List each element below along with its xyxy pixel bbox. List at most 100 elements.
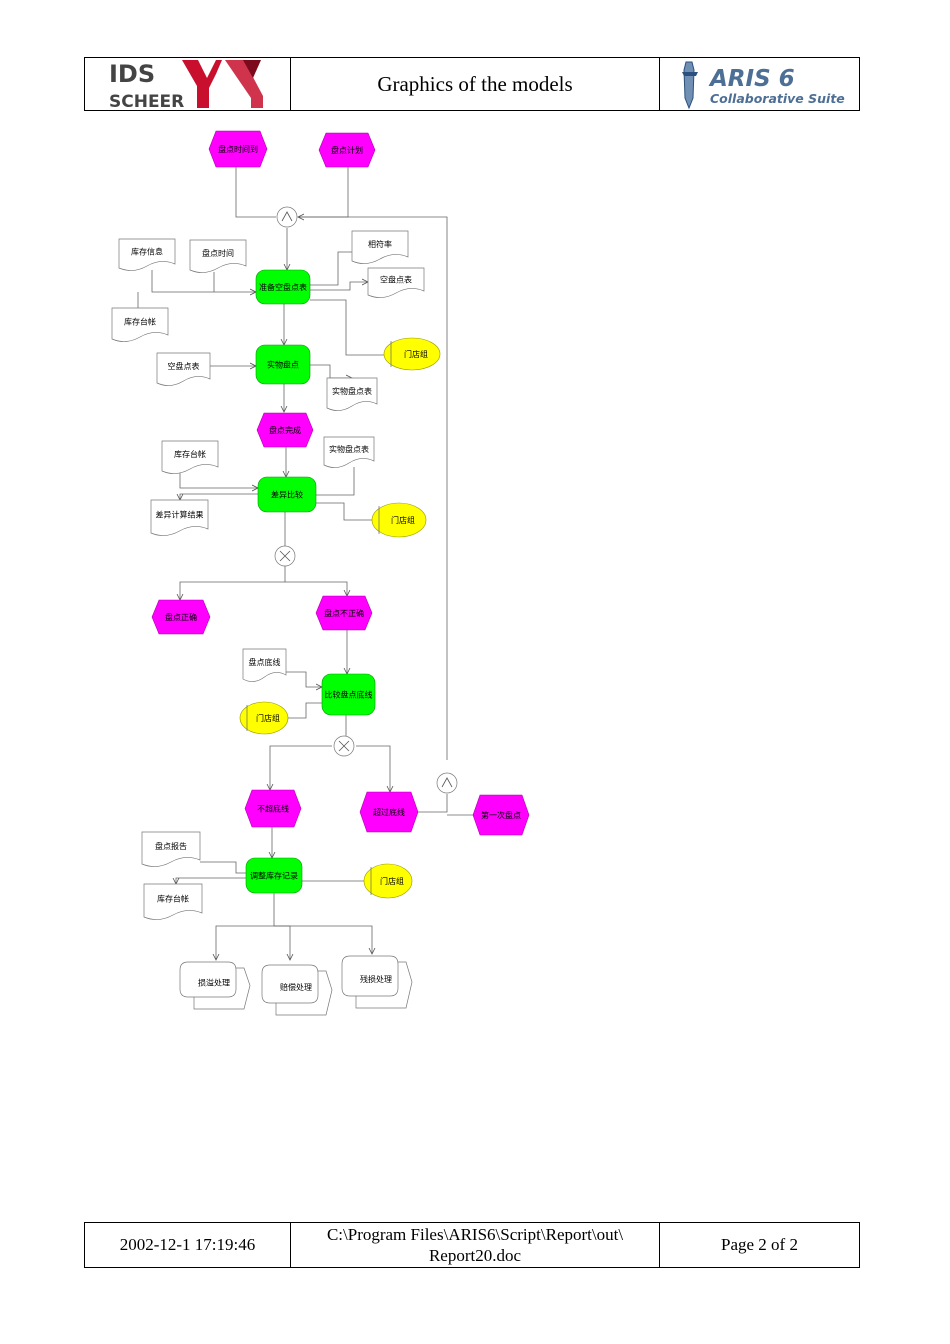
and-operator — [276, 206, 298, 228]
function-f4: 比较盘点底线 — [321, 673, 376, 716]
document-d9: 实物盘点表 — [323, 436, 375, 468]
document-label: 盘点时间 — [202, 248, 234, 258]
event-label: 盘点不正确 — [324, 608, 364, 618]
function-shape — [245, 857, 303, 894]
connector — [235, 167, 276, 218]
connector — [316, 502, 372, 521]
org-unit-shape — [363, 863, 413, 899]
event-label: 第一次盘点 — [481, 810, 521, 820]
footer-path-line1: C:\Program Files\ARIS6\Script\Report\out… — [326, 1225, 624, 1244]
process-shape — [261, 964, 319, 1004]
document-d4: 空盘点表 — [367, 267, 425, 298]
document-label: 实物盘点表 — [332, 386, 372, 396]
document-shape — [141, 831, 201, 867]
document-d12: 盘点报告 — [141, 831, 201, 867]
function-label: 准备空盘点表 — [259, 282, 307, 292]
process-shape — [179, 961, 237, 998]
xor-icon — [279, 550, 291, 562]
document-d7: 实物盘点表 — [326, 377, 378, 411]
logo-y-shape — [182, 60, 222, 108]
connector — [180, 566, 286, 600]
function-shape — [255, 269, 311, 305]
footer-datetime: 2002-12-1 17:19:46 — [85, 1223, 291, 1267]
connector — [310, 251, 352, 286]
function-label: 调整库存记录 — [250, 871, 298, 881]
connector — [288, 702, 322, 719]
document-label: 库存台帐 — [124, 317, 156, 327]
connector — [298, 167, 349, 218]
connector — [216, 893, 275, 960]
document-label: 库存台帐 — [174, 449, 206, 459]
event-e6: 不超底线 — [244, 789, 302, 828]
document-shape — [143, 883, 203, 920]
event-shape — [315, 595, 373, 631]
document-shape — [189, 239, 247, 273]
document-label: 相符率 — [368, 239, 392, 249]
document-label: 空盘点表 — [168, 361, 200, 371]
org-unit-label: 门店组 — [380, 876, 404, 886]
document-shape — [150, 499, 209, 536]
event-shape — [472, 794, 530, 836]
operator-circle — [276, 206, 298, 228]
event-label: 盘点正确 — [165, 612, 197, 622]
document-label: 盘点报告 — [155, 841, 187, 851]
connector — [200, 861, 246, 874]
function-label: 实物盘点 — [267, 360, 299, 370]
event-e3: 盘点完成 — [256, 412, 314, 448]
document-d2: 盘点时间 — [189, 239, 247, 273]
and-operator — [436, 772, 458, 794]
connector — [316, 467, 355, 496]
document-shape — [156, 352, 211, 386]
event-e5: 盘点不正确 — [315, 595, 373, 631]
connector — [310, 299, 384, 356]
aris-logo: ARIS 6 Collaborative Suite — [660, 58, 859, 110]
org-unit-label: 门店组 — [391, 515, 415, 525]
function-f5: 调整库存记录 — [245, 857, 303, 894]
document-shape — [351, 230, 409, 264]
xor-icon — [338, 740, 350, 752]
function-f2: 实物盘点 — [255, 344, 311, 385]
process-shape — [341, 955, 399, 997]
connector — [270, 745, 332, 790]
aris-spindle-band — [682, 72, 698, 76]
connector — [179, 473, 258, 488]
xor-operator — [274, 545, 296, 567]
event-shape — [256, 412, 314, 448]
event-e7: 超过底线 — [359, 791, 419, 833]
event-e8: 第一次盘点 — [472, 794, 530, 836]
event-shape — [318, 132, 376, 168]
connector — [298, 217, 448, 760]
process-label: 赔偿处理 — [280, 982, 312, 992]
connector — [356, 745, 390, 792]
org-unit-label: 门店组 — [256, 713, 280, 723]
document-shape — [161, 440, 219, 474]
document-shape — [323, 436, 375, 468]
function-shape — [321, 673, 376, 716]
connector — [274, 925, 372, 954]
page-footer: 2002-12-1 17:19:46 C:\Program Files\ARIS… — [84, 1222, 860, 1268]
document-d5: 库存台帐 — [111, 307, 169, 342]
process-label: 损溢处理 — [198, 978, 230, 988]
event-shape — [208, 130, 268, 168]
event-label: 盘点时间到 — [218, 144, 258, 154]
logo-ids-text: IDS — [109, 60, 155, 88]
operator-circle — [436, 772, 458, 794]
aris-title-text: ARIS 6 — [708, 66, 795, 92]
org-unit-o1: 门店组 — [383, 337, 441, 371]
connector — [310, 364, 352, 378]
document-d8: 库存台帐 — [161, 440, 219, 474]
org-unit-shape — [239, 701, 289, 735]
event-shape — [359, 791, 419, 833]
connector — [310, 282, 368, 291]
function-label: 比较盘点底线 — [325, 690, 373, 700]
event-shape — [151, 599, 211, 635]
process-label: 残损处理 — [360, 974, 392, 984]
event-shape — [244, 789, 302, 828]
page-title: Graphics of the models — [291, 58, 660, 110]
document-d6: 空盘点表 — [156, 352, 211, 386]
org-unit-o4: 门店组 — [363, 863, 413, 899]
document-d1: 库存信息 — [118, 238, 176, 271]
aris-subtitle-text: Collaborative Suite — [710, 91, 845, 106]
logo-scheer-text: SCHEER — [109, 92, 184, 110]
org-unit-label: 门店组 — [404, 349, 428, 359]
